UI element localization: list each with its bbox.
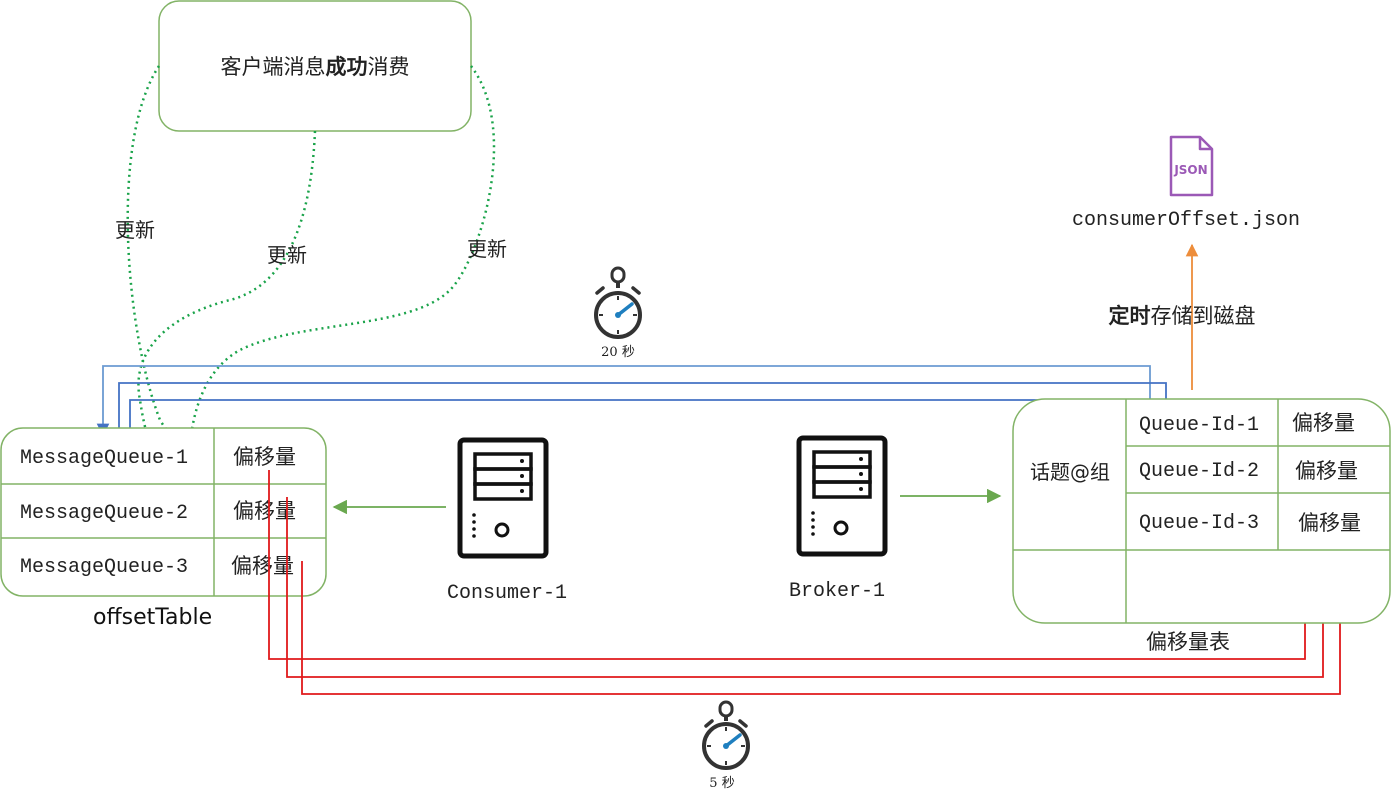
stopwatch-icon [702, 700, 750, 770]
broker-row-value-2: 偏移量 [1295, 459, 1358, 483]
offset-table-caption: offsetTable [93, 605, 212, 630]
update-label-2: 更新 [267, 243, 307, 267]
json-file-icon: JSON [1169, 135, 1214, 197]
client-consume-box: 客户端消息成功消费 [158, 0, 472, 132]
broker-table-caption: 偏移量表 [1146, 630, 1230, 654]
persist-label: 定时存储到磁盘 [1109, 304, 1256, 328]
client-box-suffix: 消费 [368, 55, 410, 79]
consumer-label: Consumer-1 [447, 582, 567, 605]
update-curve-2 [137, 130, 317, 516]
broker-row-value-1: 偏移量 [1292, 411, 1355, 435]
json-filename: consumerOffset.json [1072, 209, 1300, 232]
update-label-1: 更新 [115, 218, 155, 242]
offset-row-value-3: 偏移量 [231, 554, 294, 578]
broker-row-queue-3: Queue-Id-3 [1139, 512, 1259, 535]
timer-label-top: 20 秒 [601, 345, 635, 360]
update-label-3: 更新 [467, 237, 507, 261]
broker-row-queue-2: Queue-Id-2 [1139, 460, 1259, 483]
persist-label-bold: 定时 [1109, 304, 1151, 328]
svg-text:客户端消息成功消费: 客户端消息成功消费 [221, 55, 410, 79]
client-box-bold: 成功 [326, 55, 368, 79]
broker-table-group: 话题@组 [1030, 460, 1110, 484]
offset-row-queue-1: MessageQueue-1 [20, 447, 188, 470]
consumer-server-icon [457, 437, 549, 559]
broker-server-icon [796, 435, 888, 557]
offset-row-value-1: 偏移量 [233, 445, 296, 469]
client-box-prefix: 客户端消息 [221, 55, 326, 79]
offset-row-queue-3: MessageQueue-3 [20, 556, 188, 579]
broker-label: Broker-1 [789, 580, 885, 603]
offset-row-queue-2: MessageQueue-2 [20, 502, 188, 525]
broker-offset-table: 话题@组 Queue-Id-1 Queue-Id-2 Queue-Id-3 偏移… [1012, 398, 1391, 624]
json-icon-text: JSON [1173, 163, 1207, 177]
broker-row-queue-1: Queue-Id-1 [1139, 414, 1259, 437]
stopwatch-icon [594, 266, 642, 339]
persist-label-rest: 存储到磁盘 [1151, 304, 1256, 328]
timer-label-bottom: 5 秒 [709, 776, 734, 791]
offset-row-value-2: 偏移量 [233, 499, 296, 523]
broker-row-value-3: 偏移量 [1298, 511, 1361, 535]
offset-table: MessageQueue-1 MessageQueue-2 MessageQue… [0, 427, 327, 597]
